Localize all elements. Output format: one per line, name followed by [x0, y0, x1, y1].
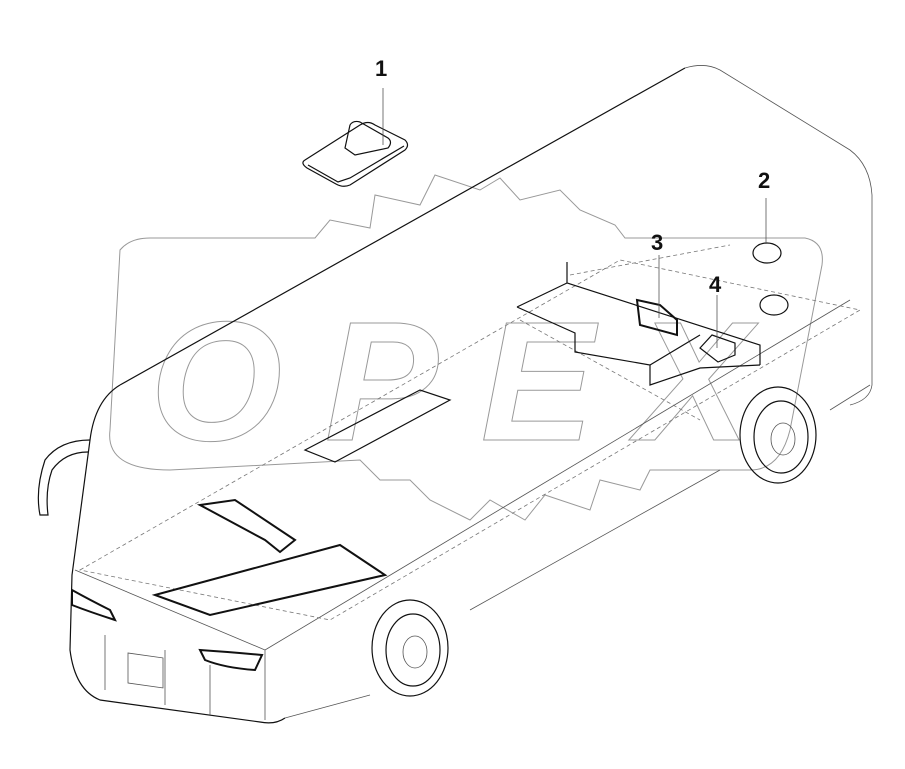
part-1-roof-hatch	[302, 88, 409, 187]
part-3-panel	[635, 255, 678, 337]
part-2-round-element	[752, 198, 789, 316]
part-4-panel	[699, 295, 736, 363]
opex-watermark-logo: OPEX	[109, 174, 823, 521]
callout-2: 2	[758, 168, 770, 193]
bus-body	[37, 65, 873, 724]
callout-3: 3	[651, 230, 663, 255]
front-wheel	[371, 599, 449, 697]
rear-wheel	[739, 386, 817, 484]
callout-4: 4	[709, 272, 722, 297]
callout-1: 1	[375, 56, 387, 81]
